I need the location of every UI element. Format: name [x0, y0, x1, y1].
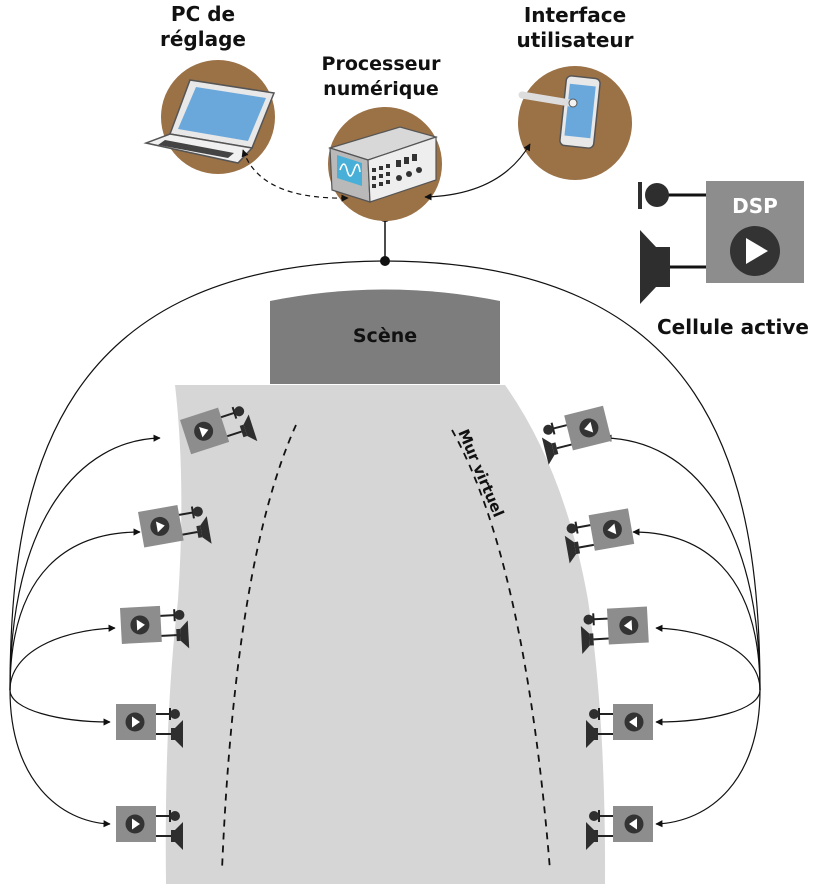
- smartphone-touch-icon: [518, 75, 601, 149]
- interface-label-line1: Interface: [524, 3, 626, 27]
- arc-node: [380, 256, 390, 266]
- active-cell-legend: DSP Cellule active: [638, 181, 809, 339]
- microphone-icon: [645, 183, 669, 207]
- laptop-icon: [143, 79, 276, 164]
- dsp-label: DSP: [732, 194, 778, 218]
- interface-processor-link: [424, 143, 531, 201]
- interface-label-line2: utilisateur: [517, 28, 634, 52]
- active-cell-right-1: [538, 406, 614, 465]
- loudspeaker-icon: [656, 247, 670, 287]
- stage-label: Scène: [353, 325, 417, 347]
- cell-links: [9, 434, 761, 828]
- stage: [270, 289, 500, 384]
- processor-label-line1: Processeur: [322, 53, 442, 75]
- active-cell-label: Cellule active: [657, 315, 809, 339]
- pc-label-line2: réglage: [160, 27, 246, 51]
- pc-processor-link: [241, 149, 349, 202]
- pc-label-line1: PC de: [171, 2, 235, 26]
- virtual-wall-right: [451, 429, 551, 871]
- processor-label-line2: numérique: [323, 78, 439, 100]
- audience-hall: [165, 385, 606, 884]
- virtual-wall-left: [221, 424, 297, 871]
